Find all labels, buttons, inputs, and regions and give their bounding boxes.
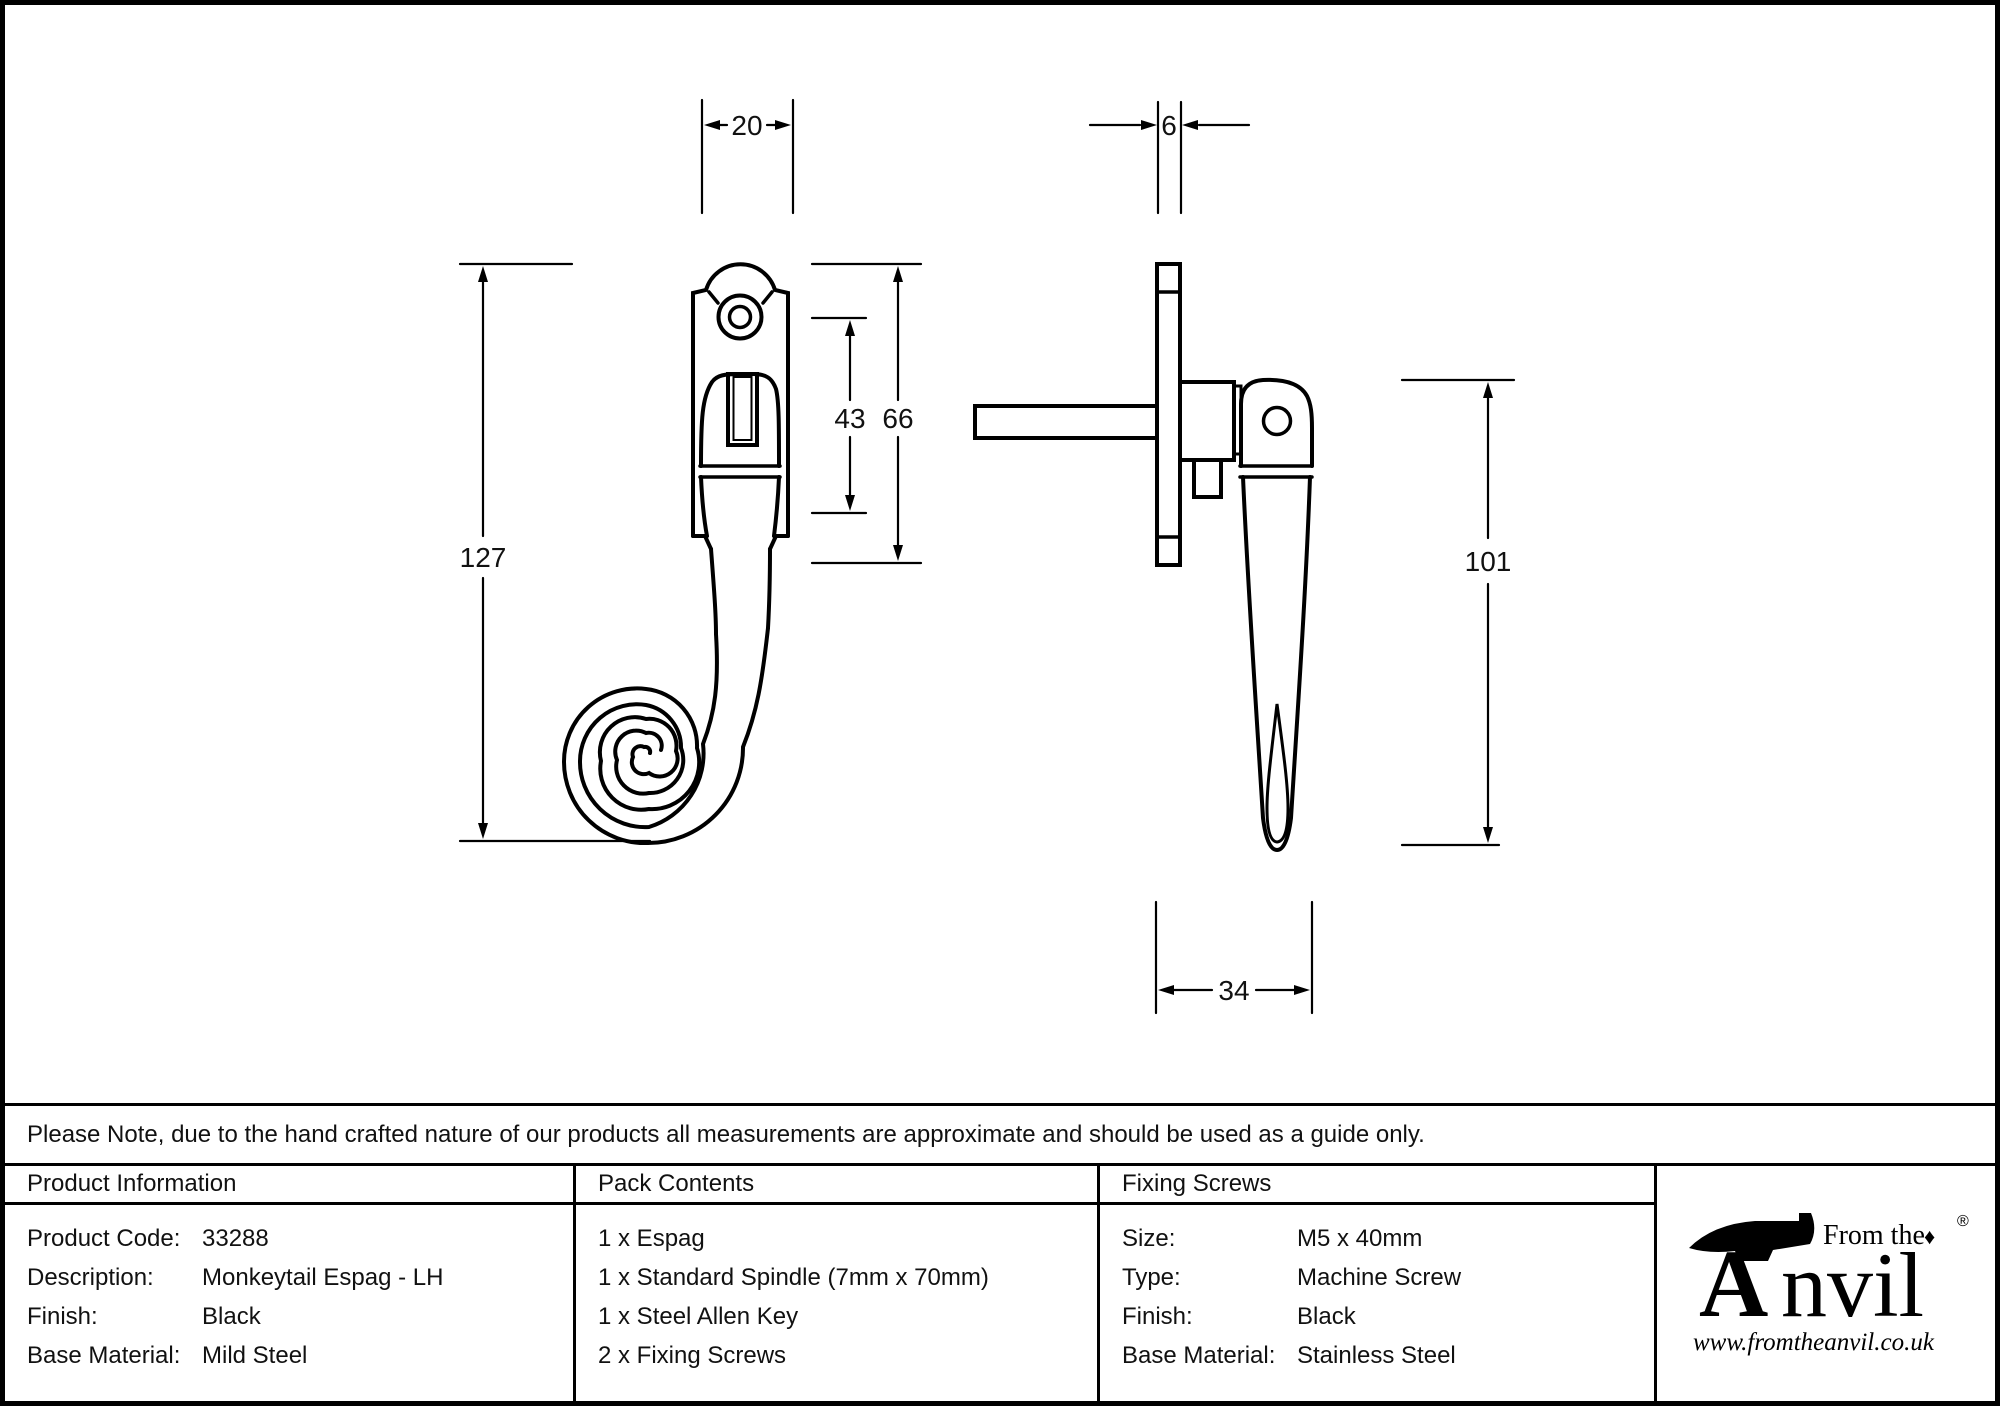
list-item: 1 x Steel Allen Key (598, 1302, 799, 1330)
fixing-screws-column: Fixing Screws Size: M5 x 40mm Type: Mach… (1100, 1166, 1657, 1401)
front-screw-hole-icon (716, 293, 764, 341)
list-item: 1 x Standard Spindle (7mm x 70mm) (598, 1263, 989, 1291)
screw-type-label: Type: (1122, 1263, 1181, 1291)
base-material-value: Mild Steel (202, 1341, 308, 1369)
technical-drawing-svg: 20 6 127 43 66 101 34 (458, 98, 1516, 1015)
pack-contents-header: Pack Contents (576, 1166, 1097, 1205)
screw-material-value: Stainless Steel (1297, 1341, 1456, 1369)
product-info-table: Product Information Product Code: 33288 … (5, 1166, 1995, 1401)
table-row: Description: Monkeytail Espag - LH (27, 1258, 573, 1297)
registered-trademark-icon: ® (1957, 1213, 1969, 1230)
side-view (973, 262, 1314, 853)
measurement-note-row: Please Note, due to the hand crafted nat… (5, 1103, 1995, 1166)
dim-label-handle-length: 101 (1465, 546, 1512, 577)
description-label: Description: (27, 1263, 154, 1291)
screw-material-label: Base Material: (1122, 1341, 1276, 1369)
screw-type-value: Machine Screw (1297, 1263, 1462, 1291)
front-view (561, 262, 790, 846)
from-the-anvil-logo: A nvil From the ♦ ® www.fromtheanvil.co.… (1688, 1212, 1969, 1356)
diamond-icon: ♦ (1924, 1224, 1935, 1249)
dim-label-plate-height: 66 (882, 403, 913, 434)
dim-label-projection: 34 (1218, 975, 1249, 1006)
table-row: Type: Machine Screw (1122, 1258, 1654, 1297)
table-row: Product Code: 33288 (27, 1219, 573, 1258)
logo-letter-a: A (1699, 1230, 1768, 1337)
locking-nib (1192, 458, 1223, 499)
table-row: Size: M5 x 40mm (1122, 1219, 1654, 1258)
spindle-bar (973, 404, 1159, 440)
product-information-header: Product Information (5, 1166, 573, 1205)
screw-finish-label: Finish: (1122, 1302, 1193, 1330)
table-row: Base Material: Mild Steel (27, 1336, 573, 1375)
product-code-value: 33288 (202, 1224, 269, 1252)
technical-drawing-area: 20 6 127 43 66 101 34 (5, 5, 1995, 1103)
measurement-note-text: Please Note, due to the hand crafted nat… (27, 1120, 1425, 1148)
dim-label-front-width: 20 (731, 110, 762, 141)
finish-label: Finish: (27, 1302, 98, 1330)
dim-label-front-height: 127 (460, 542, 507, 573)
logo-word-nvil: nvil (1781, 1234, 1924, 1336)
list-item: 2 x Fixing Screws (598, 1341, 787, 1369)
list-item: 1 x Espag (598, 1224, 705, 1252)
logo-website-url: www.fromtheanvil.co.uk (1693, 1329, 1935, 1356)
product-information-column: Product Information Product Code: 33288 … (5, 1166, 576, 1401)
dimension-lines (458, 98, 1516, 1015)
side-spindle-hole-icon (1261, 405, 1293, 437)
front-spindle-slot (726, 372, 759, 447)
table-row: Base Material: Stainless Steel (1122, 1336, 1654, 1375)
dim-label-slot-height: 43 (834, 403, 865, 434)
base-material-label: Base Material: (27, 1341, 181, 1369)
screw-size-label: Size: (1122, 1224, 1176, 1252)
anvil-icon (1688, 1212, 1814, 1261)
product-code-label: Product Code: (27, 1224, 181, 1252)
finish-value: Black (202, 1302, 261, 1330)
logo-from-the: From the (1823, 1220, 1925, 1251)
table-row: Finish: Black (27, 1297, 573, 1336)
fixing-screws-header: Fixing Screws (1100, 1166, 1654, 1205)
screw-size-value: M5 x 40mm (1297, 1224, 1423, 1252)
dim-label-side-thickness: 6 (1161, 110, 1177, 141)
monkeytail-curl (561, 626, 770, 846)
description-value: Monkeytail Espag - LH (202, 1263, 444, 1291)
pack-contents-column: Pack Contents 1 x Espag 1 x Standard Spi… (576, 1166, 1100, 1401)
screw-finish-value: Black (1297, 1302, 1356, 1330)
table-row: Finish: Black (1122, 1297, 1654, 1336)
brand-logo-cell: A nvil From the ♦ ® www.fromtheanvil.co.… (1657, 1166, 1992, 1401)
